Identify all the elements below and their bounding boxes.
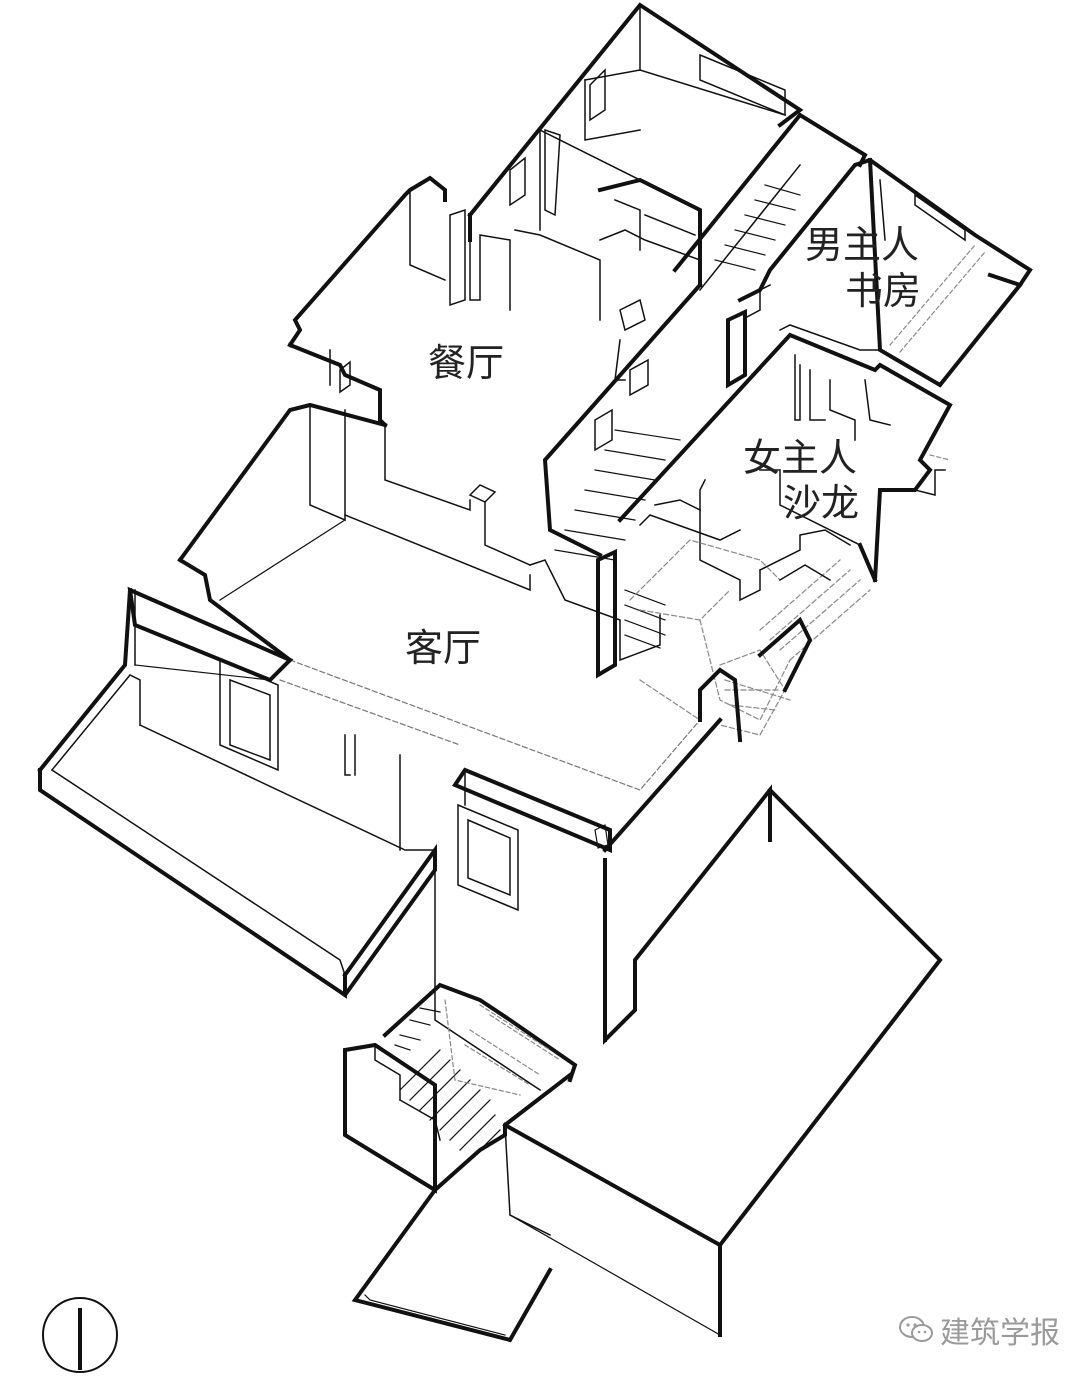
lower-stair — [343, 982, 578, 1343]
room-label-salon-line1: 女主人 — [743, 436, 858, 480]
watermark-text: 建筑学报 — [940, 1316, 1060, 1351]
dining-room — [287, 175, 702, 428]
living-room — [177, 402, 701, 791]
central-stairs — [529, 282, 703, 679]
room-label-study-line1: 男主人 — [805, 223, 920, 267]
watermark: 建筑学报 — [898, 1310, 1060, 1351]
dashed-stair-landing — [629, 539, 871, 736]
room-label-salon-line2: 沙龙 — [783, 481, 860, 525]
room-label-study-line2: 书房 — [845, 269, 922, 313]
study-room — [672, 112, 1033, 389]
room-label-living: 客厅 — [405, 626, 482, 670]
wechat-icon — [899, 1316, 933, 1342]
front-facade — [37, 586, 772, 1092]
garage-roof — [502, 787, 943, 1337]
salon-stair-wall — [698, 564, 832, 743]
upper-bedroom-block — [467, 2, 804, 242]
room-label-dining: 餐厅 — [428, 341, 505, 385]
salon-room — [617, 332, 953, 602]
north-arrow-icon — [42, 1297, 118, 1373]
